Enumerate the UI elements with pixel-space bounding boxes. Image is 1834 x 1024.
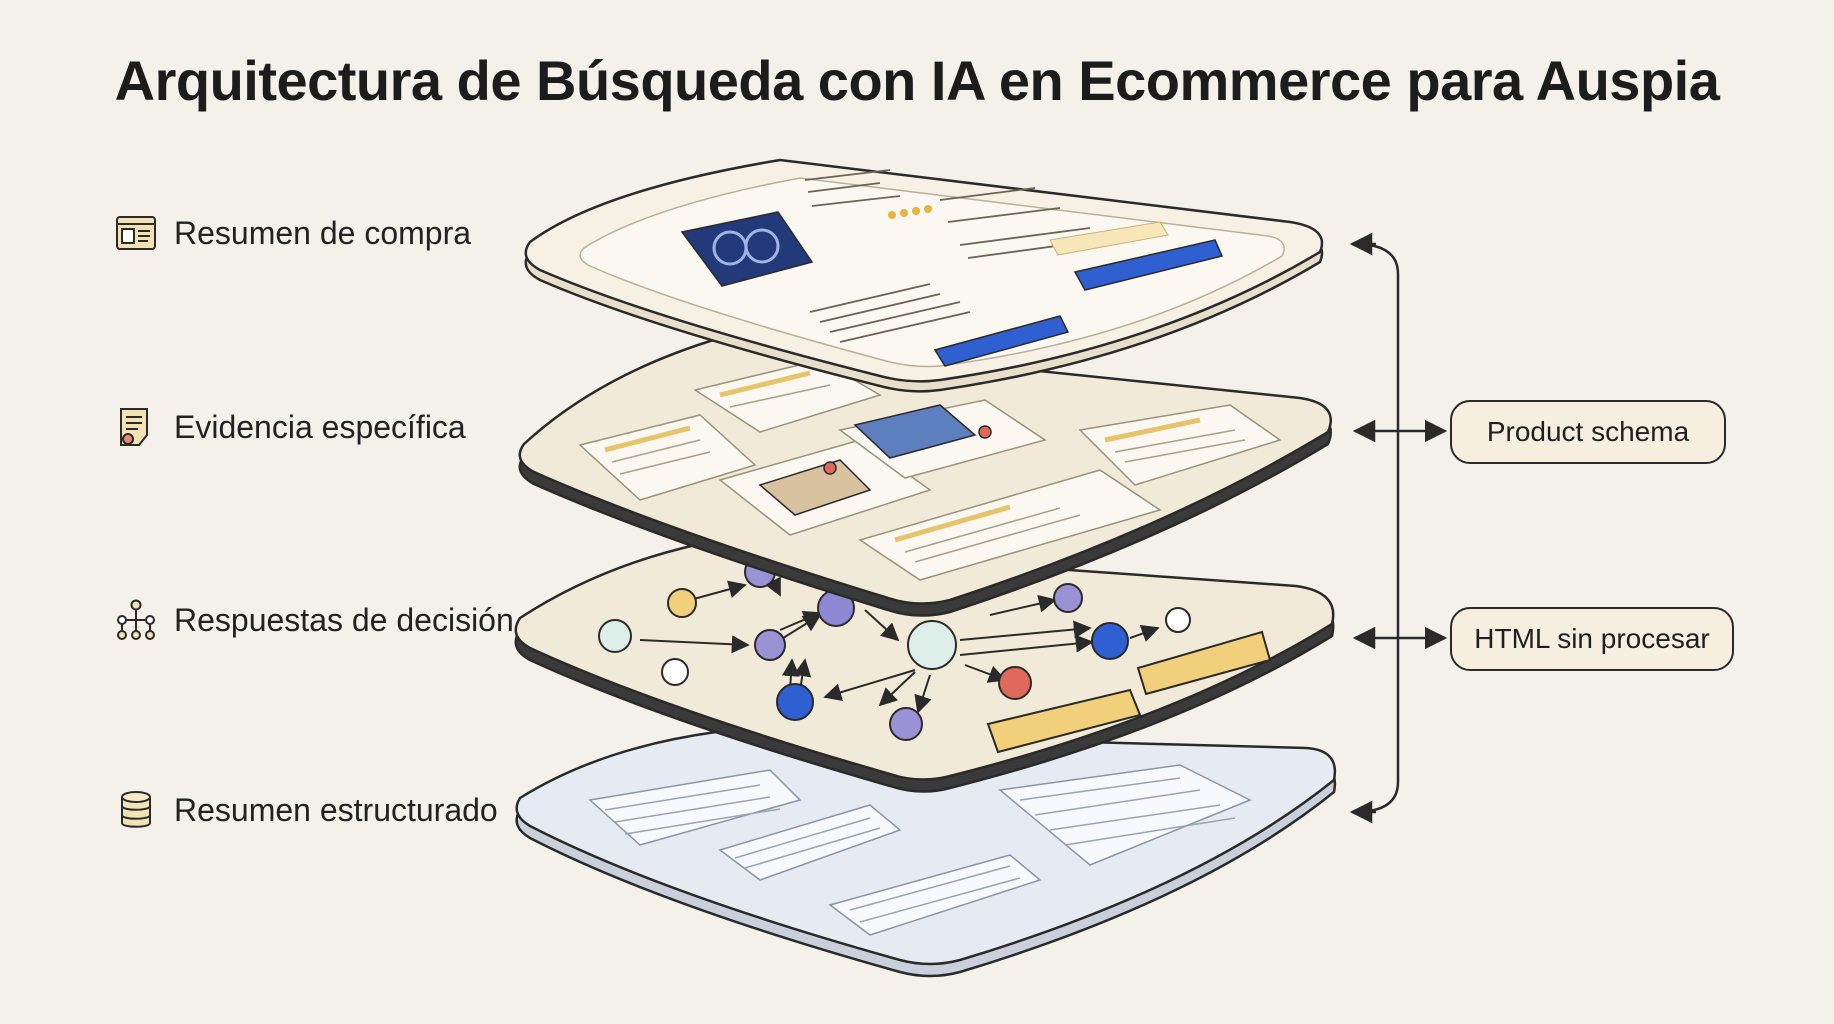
layer-resumen-compra <box>526 160 1322 391</box>
source-pill-label: HTML sin procesar <box>1474 623 1709 655</box>
source-pill-product-schema: Product schema <box>1450 400 1726 464</box>
summary-card <box>580 178 1284 367</box>
source-pill-html: HTML sin procesar <box>1450 607 1734 671</box>
source-connectors <box>1352 244 1445 812</box>
bracket-line <box>1355 244 1398 812</box>
source-pill-label: Product schema <box>1487 416 1689 448</box>
